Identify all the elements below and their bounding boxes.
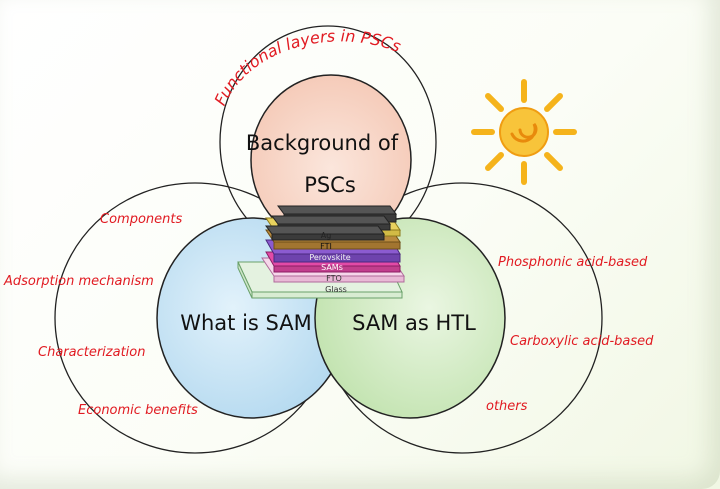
right-item-others: others — [486, 399, 528, 414]
circle-left-label: What is SAM — [180, 311, 312, 335]
layer-label-perovskite: Perovskite — [309, 253, 350, 262]
circle-top-label-line1: Background of — [246, 131, 399, 155]
left-item-economic-benefits: Economic benefits — [78, 403, 198, 418]
layer-label-glass: Glass — [325, 285, 347, 294]
left-item-components: Components — [100, 212, 182, 227]
device-stack-illustration: Ag FTI Perovskite SAMs FTO Glass — [237, 205, 405, 299]
left-item-characterization: Characterization — [38, 345, 146, 360]
sun-icon — [471, 79, 577, 185]
circle-top-label-line2: PSCs — [304, 173, 356, 197]
right-item-carboxylic-acid: Carboxylic acid-based — [510, 334, 654, 349]
right-item-phosphonic-acid: Phosphonic acid-based — [498, 255, 648, 270]
layer-label-ag: Ag — [321, 231, 332, 240]
layer-label-fti: FTI — [320, 242, 332, 251]
circle-right-label: SAM as HTL — [352, 311, 476, 335]
left-item-adsorption-mechanism: Adsorption mechanism — [3, 274, 154, 289]
layer-label-fto: FTO — [326, 274, 342, 283]
layer-label-sams: SAMs — [321, 263, 343, 272]
